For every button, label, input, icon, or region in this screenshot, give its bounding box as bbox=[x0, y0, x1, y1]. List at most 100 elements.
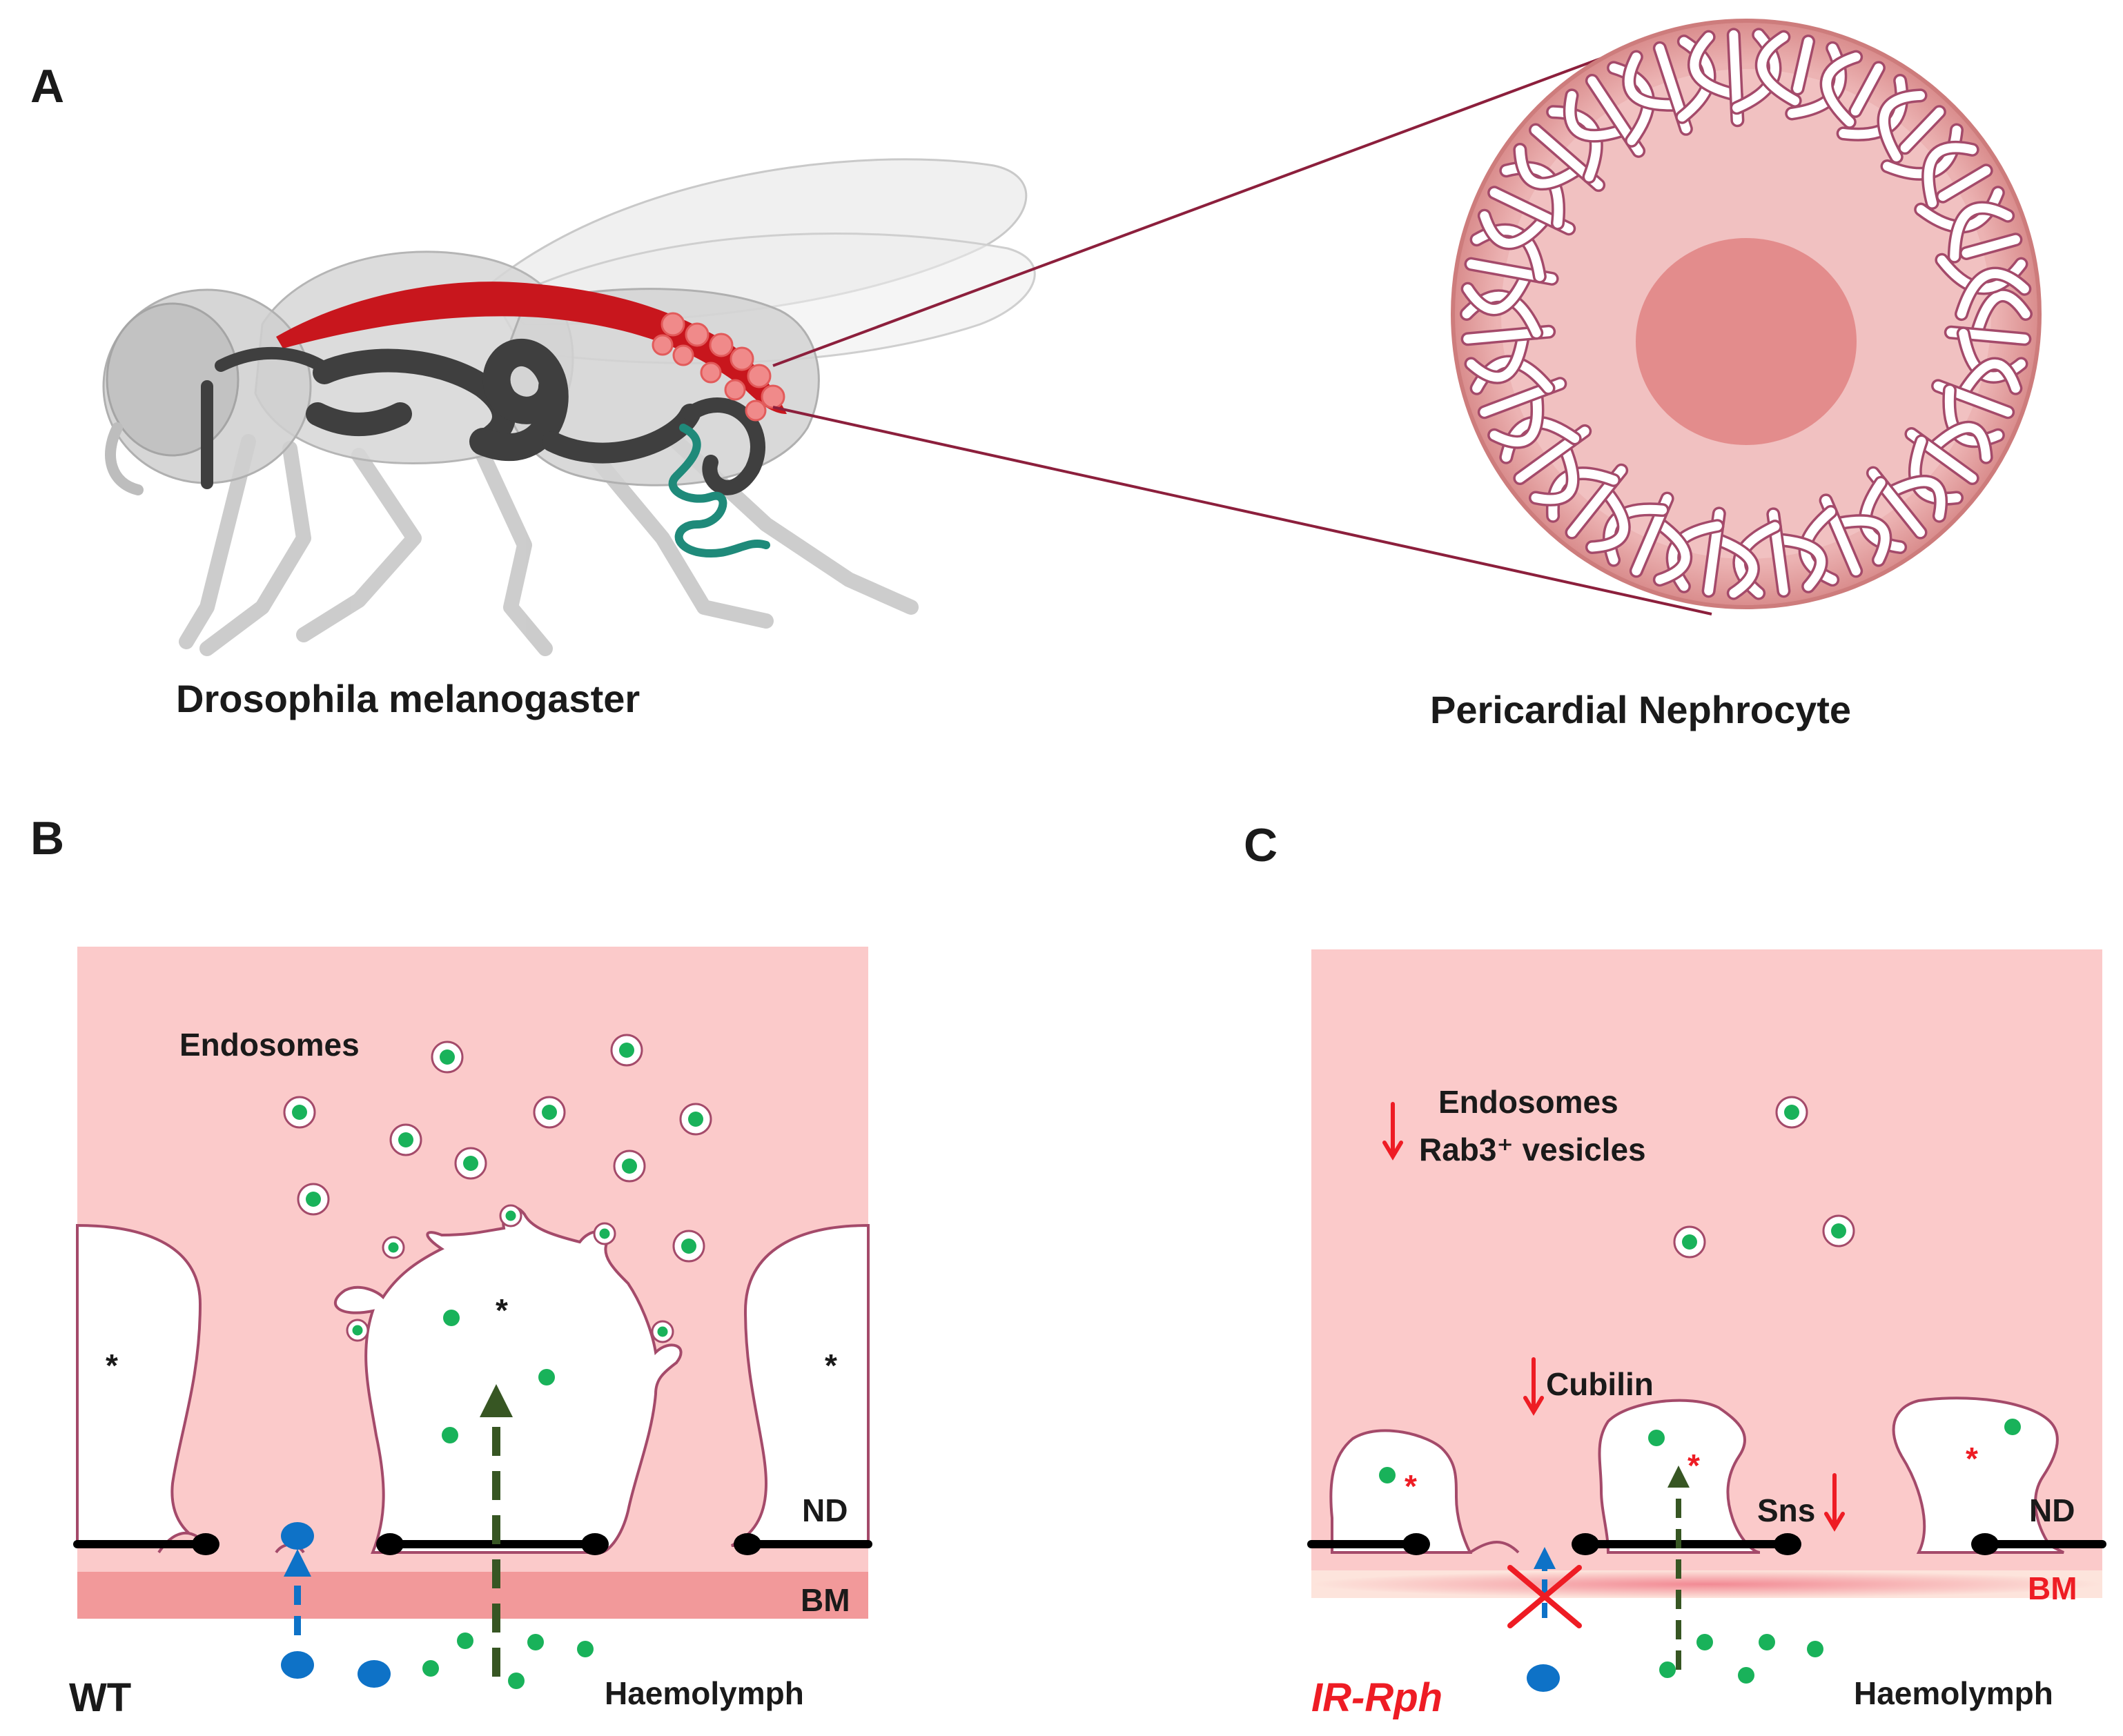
green-cargo-particle bbox=[1759, 1634, 1775, 1650]
fly-abdomen bbox=[502, 288, 820, 486]
wt-endosome-group bbox=[283, 1034, 712, 1343]
mut-foot-process bbox=[1469, 1541, 1520, 1554]
mut-nd-label: ND bbox=[2029, 1492, 2075, 1528]
endosome-cargo bbox=[688, 1112, 703, 1127]
membrane-channel bbox=[1961, 235, 2020, 258]
wt-blue-protein-1 bbox=[281, 1651, 314, 1679]
mut-endosomes-label: Endosomes bbox=[1438, 1084, 1618, 1120]
fly-proboscis bbox=[105, 422, 144, 495]
fly-eye bbox=[106, 302, 239, 457]
membrane-channel bbox=[1531, 442, 1578, 504]
fly-illustration bbox=[102, 158, 1036, 656]
zoom-line-bottom bbox=[772, 406, 1712, 615]
membrane-channel bbox=[1938, 166, 1991, 201]
endosome-cargo bbox=[619, 1043, 634, 1058]
membrane-channel bbox=[1624, 52, 1683, 110]
wt-nd-label: ND bbox=[802, 1492, 848, 1528]
endosome-cargo bbox=[505, 1210, 516, 1221]
mut-genotype-label: IR-Rph bbox=[1311, 1675, 1442, 1720]
nephrocyte-caption: Pericardial Nephrocyte bbox=[1430, 688, 1851, 731]
green-cargo-particle bbox=[1659, 1661, 1676, 1678]
wt-blue-protein-pore bbox=[281, 1522, 314, 1550]
membrane-channel bbox=[1957, 269, 2029, 319]
endosome-cargo bbox=[440, 1049, 455, 1065]
mut-lacuna-marker-left: * bbox=[1405, 1468, 1417, 1504]
membrane-channel bbox=[1822, 52, 1861, 127]
fly-heart bbox=[276, 282, 787, 414]
mut-lacuna-right bbox=[1892, 1397, 2064, 1554]
membrane-channel bbox=[1950, 203, 2013, 262]
membrane-channel bbox=[1831, 516, 1890, 565]
panel-a-letter: A bbox=[30, 60, 64, 112]
wt-free-green-particles bbox=[422, 1310, 594, 1689]
fly-malpighian-tubule bbox=[668, 424, 770, 558]
endosome-cargo bbox=[1682, 1234, 1697, 1250]
membrane-channel bbox=[1884, 477, 1946, 521]
membrane-channel bbox=[1757, 32, 1800, 106]
green-cargo-particle bbox=[1738, 1667, 1754, 1684]
green-cargo-particle bbox=[422, 1660, 439, 1677]
fly-gut bbox=[201, 338, 765, 495]
mut-rab3-label: Rab3⁺ vesicles bbox=[1419, 1132, 1646, 1167]
wt-bm-label: BM bbox=[801, 1582, 850, 1618]
wt-lacuna-left bbox=[76, 1223, 208, 1547]
endosome-cargo bbox=[681, 1239, 696, 1254]
mut-free-green-particles bbox=[1379, 1419, 2021, 1684]
panel-b: B * * * bbox=[30, 812, 872, 1720]
endosome-cargo bbox=[542, 1105, 557, 1120]
mut-endosome-group bbox=[1673, 1096, 1855, 1259]
green-cargo-particle bbox=[443, 1310, 460, 1326]
membrane-channel bbox=[1793, 37, 1813, 93]
nephrocyte-cell-illustration bbox=[1451, 19, 2042, 609]
green-cargo-particle bbox=[508, 1673, 525, 1689]
panel-c-letter: C bbox=[1244, 819, 1278, 871]
membrane-channel bbox=[1972, 290, 2031, 339]
fly-legs bbox=[179, 434, 919, 656]
endosome-cargo bbox=[1784, 1105, 1799, 1120]
wt-lacuna-right bbox=[731, 1223, 870, 1547]
wt-endosomes-label: Endosomes bbox=[179, 1027, 360, 1063]
mut-sns-label: Sns bbox=[1757, 1492, 1815, 1528]
blocked-uptake-x-icon bbox=[1507, 1565, 1582, 1628]
membrane-channel bbox=[1565, 90, 1630, 141]
green-cargo-particle bbox=[457, 1633, 473, 1649]
membrane-channel bbox=[1467, 329, 1528, 382]
slit-diaphragm-icon bbox=[192, 1533, 761, 1555]
membrane-channel bbox=[1924, 143, 1977, 208]
endosome-cargo bbox=[398, 1132, 413, 1147]
endosome-cargo bbox=[463, 1156, 478, 1171]
green-cargo-particle bbox=[527, 1634, 544, 1650]
membrane-channel bbox=[1652, 517, 1690, 584]
endosome-cargo bbox=[1831, 1223, 1846, 1239]
wt-lacuna-marker-center: * bbox=[496, 1292, 508, 1328]
mut-cubilin-label: Cubilin bbox=[1546, 1366, 1654, 1402]
wt-genotype-label: WT bbox=[69, 1675, 131, 1720]
nephrocyte-nucleus bbox=[1636, 238, 1857, 445]
endosome-cargo bbox=[622, 1158, 637, 1174]
nephrocyte-membrane-channels bbox=[1460, 28, 2033, 600]
mut-lacuna-left bbox=[1329, 1429, 1473, 1554]
endosome-cargo bbox=[292, 1105, 307, 1120]
mut-lacuna-marker-right: * bbox=[1966, 1441, 1978, 1477]
membrane-channel bbox=[1772, 535, 1826, 591]
membrane-channel bbox=[1690, 32, 1741, 99]
membrane-channel bbox=[1480, 211, 1551, 248]
mut-haemolymph-label: Haemolymph bbox=[1854, 1675, 2053, 1711]
membrane-channel bbox=[1489, 388, 1542, 446]
mut-bm-label: BM bbox=[2028, 1570, 2077, 1606]
slit-diaphragm-icon-mut bbox=[1402, 1533, 1999, 1555]
endosome-cargo bbox=[657, 1326, 668, 1337]
wt-haemolymph-label: Haemolymph bbox=[605, 1675, 804, 1711]
fly-nephrocyte-cluster bbox=[652, 312, 785, 422]
mut-basement-membrane bbox=[1311, 1570, 2102, 1598]
membrane-channel bbox=[1587, 486, 1629, 552]
wt-lacuna-marker-right: * bbox=[825, 1348, 837, 1383]
panel-b-letter: B bbox=[30, 812, 64, 865]
endosome-cargo bbox=[599, 1228, 610, 1239]
endosome-cargo bbox=[352, 1325, 363, 1336]
membrane-channel bbox=[1927, 423, 1991, 462]
wt-lacuna-marker-left: * bbox=[106, 1348, 118, 1383]
wt-blue-protein-2 bbox=[358, 1660, 391, 1688]
green-cargo-particle bbox=[442, 1427, 458, 1443]
